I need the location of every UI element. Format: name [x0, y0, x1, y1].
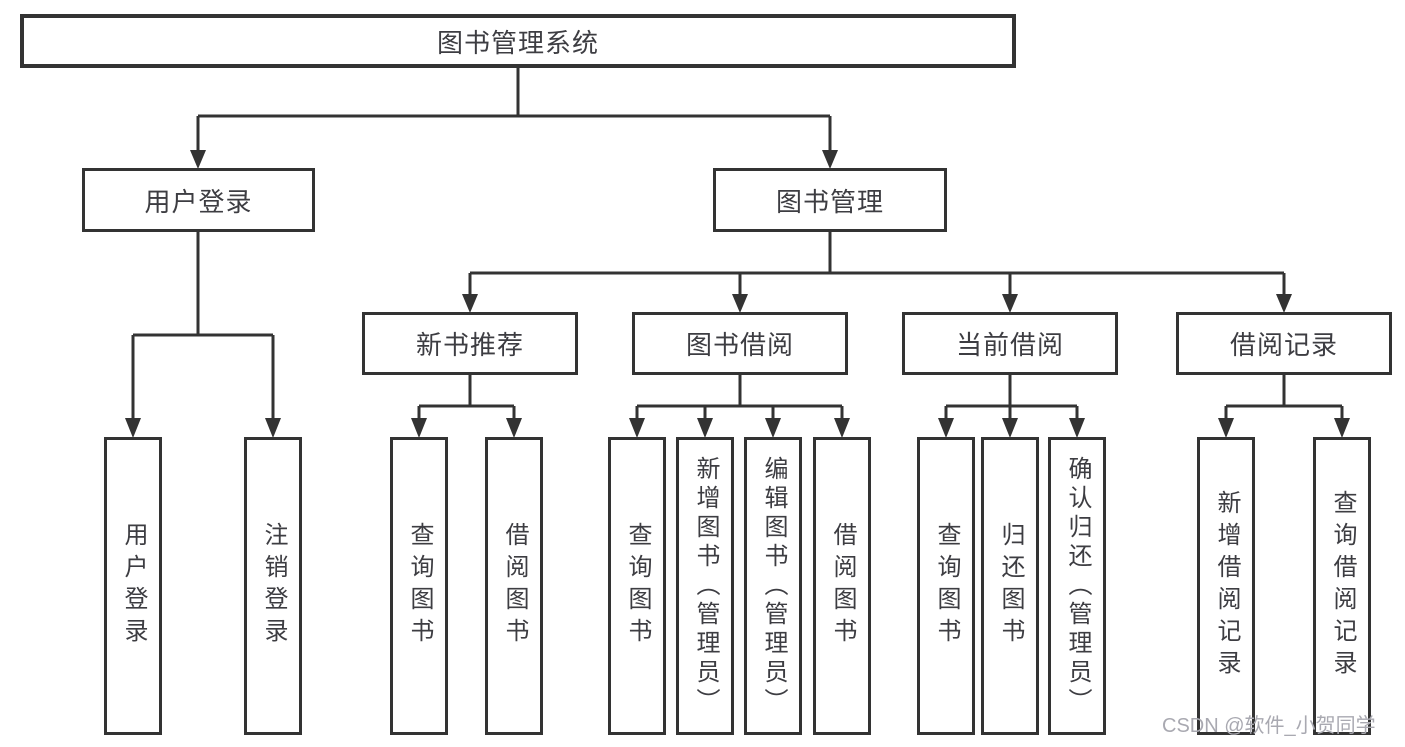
node-label: 借阅图书 — [829, 522, 856, 650]
node-current-borrowing: 当前借阅 — [902, 312, 1118, 375]
leaf-newbook-borrow-book: 借阅图书 — [485, 437, 543, 735]
arrowhead — [629, 418, 645, 438]
node-label: 编辑图书（管理员） — [760, 455, 787, 717]
node-label: 新增借阅记录 — [1213, 490, 1240, 682]
arrowhead — [1002, 418, 1018, 438]
arrowhead — [697, 418, 713, 438]
arrowhead — [822, 150, 838, 169]
node-label: 新书推荐 — [415, 330, 524, 360]
node-book-borrowing: 图书借阅 — [632, 312, 848, 375]
leaf-add-borrow-record: 新增借阅记录 — [1197, 437, 1255, 735]
node-library-management-system: 图书管理系统 — [20, 14, 1016, 68]
node-label: 借阅图书 — [501, 522, 528, 650]
leaf-current-query-book: 查询图书 — [917, 437, 975, 735]
node-label: 确认归还（管理员） — [1064, 455, 1091, 717]
node-label: 图书管理系统 — [436, 27, 599, 58]
node-label: 注销登录 — [260, 522, 287, 650]
node-label: 查询图书 — [624, 522, 651, 650]
node-label: 用户登录 — [144, 186, 253, 217]
arrowhead — [1276, 294, 1292, 313]
leaf-edit-book-admin: 编辑图书（管理员） — [744, 437, 802, 735]
leaf-borrow-book: 借阅图书 — [813, 437, 871, 735]
arrowhead — [1002, 294, 1018, 313]
node-label: 当前借阅 — [955, 330, 1064, 360]
leaf-return-book: 归还图书 — [981, 437, 1039, 735]
leaf-confirm-return-admin: 确认归还（管理员） — [1048, 437, 1106, 735]
node-label: 查询图书 — [406, 522, 433, 650]
leaf-newbook-query-book: 查询图书 — [390, 437, 448, 735]
arrowhead — [732, 294, 748, 313]
arrowhead — [1334, 418, 1350, 438]
arrowhead — [1218, 418, 1234, 438]
node-label: 归还图书 — [997, 522, 1024, 650]
arrowhead — [834, 418, 850, 438]
arrowhead — [125, 418, 141, 438]
node-new-book-recommendation: 新书推荐 — [362, 312, 578, 375]
arrowhead — [1069, 418, 1085, 438]
node-label: 查询图书 — [933, 522, 960, 650]
node-borrowing-records: 借阅记录 — [1176, 312, 1392, 375]
node-label: 图书借阅 — [685, 330, 794, 360]
leaf-query-borrow-record: 查询借阅记录 — [1313, 437, 1371, 735]
arrowhead — [411, 418, 427, 438]
node-label: 借阅记录 — [1229, 330, 1338, 360]
arrowhead — [190, 150, 206, 169]
node-label: 用户登录 — [120, 522, 147, 650]
node-label: 新增图书（管理员） — [692, 455, 719, 717]
leaf-user-login: 用户登录 — [104, 437, 162, 735]
arrowhead — [265, 418, 281, 438]
arrowhead — [462, 294, 478, 313]
node-label: 图书管理 — [775, 186, 884, 217]
node-book-management: 图书管理 — [713, 168, 947, 232]
arrowhead — [938, 418, 954, 438]
node-label: 查询借阅记录 — [1329, 490, 1356, 682]
leaf-logout: 注销登录 — [244, 437, 302, 735]
arrowhead — [765, 418, 781, 438]
node-user-login: 用户登录 — [82, 168, 315, 232]
leaf-borrow-query-book: 查询图书 — [608, 437, 666, 735]
leaf-add-book-admin: 新增图书（管理员） — [676, 437, 734, 735]
arrowhead — [506, 418, 522, 438]
